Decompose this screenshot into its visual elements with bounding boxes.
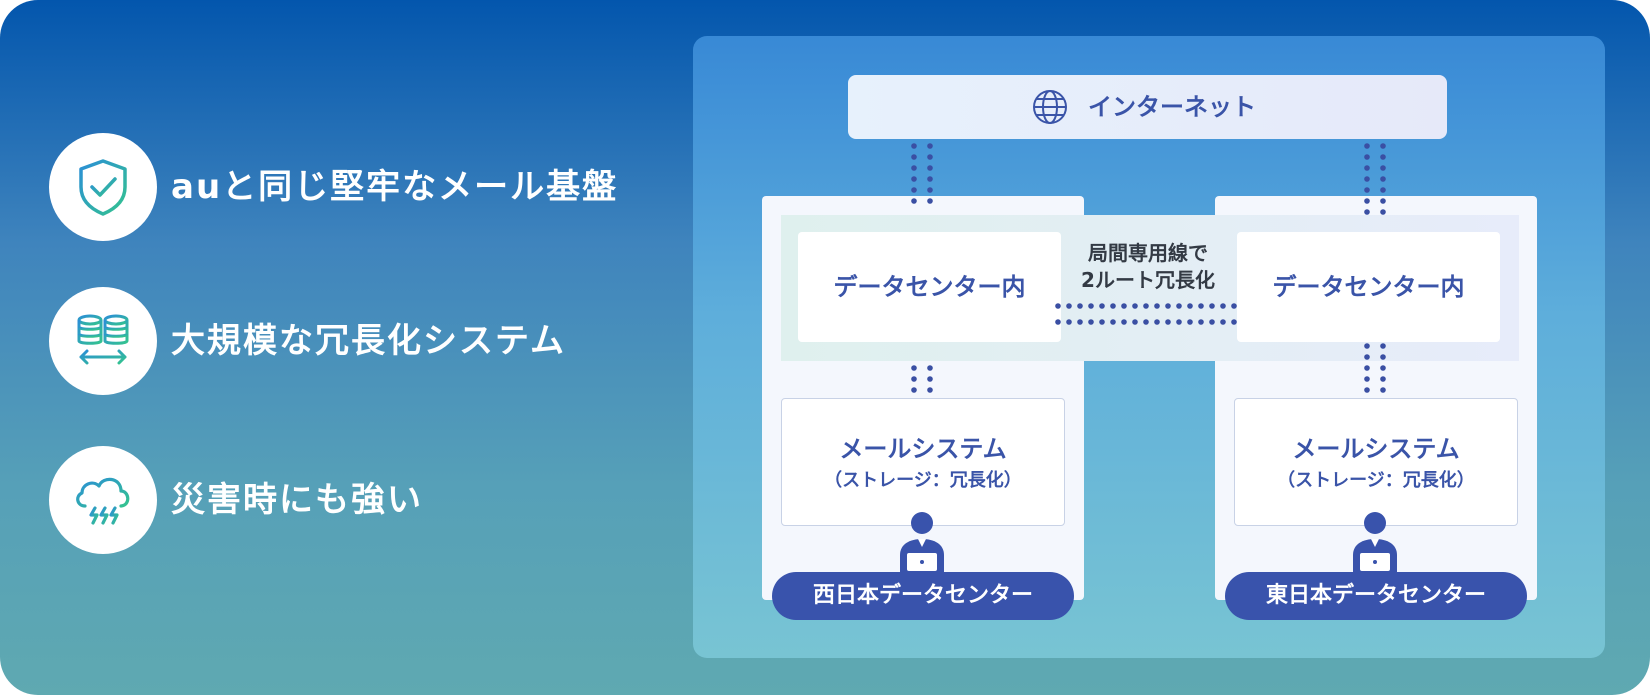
dedicated-line-link: [1055, 303, 1237, 325]
feature-icon-circle: [49, 446, 157, 554]
dedicated-line-label: 局間専用線で 2ルート冗長化: [1058, 240, 1238, 294]
operator-icon: [900, 512, 944, 573]
feature-label: 大規模な冗長化システム: [171, 321, 566, 361]
storm-cloud-icon: [76, 477, 130, 525]
feature-icon-circle: [49, 287, 157, 395]
west-datacenter-label: 西日本データセンター: [772, 572, 1074, 620]
east-mail-system: メールシステム （ストレージ：冗長化）: [1234, 398, 1518, 526]
west-inner-mail-link: [911, 365, 933, 393]
west-datacenter-inner: データセンター内: [798, 232, 1061, 342]
mail-system-title: メールシステム: [839, 435, 1007, 463]
internet-west-link: [911, 143, 933, 204]
dedicated-line-label-line2: 2ルート冗長化: [1081, 268, 1215, 292]
globe-icon: [1033, 90, 1067, 124]
feature-label: auと同じ堅牢なメール基盤: [171, 167, 619, 207]
internet-label: インターネット: [1088, 93, 1256, 121]
feature-label: 災害時にも強い: [171, 480, 423, 520]
mail-system-subtitle: （ストレージ：冗長化）: [1277, 470, 1475, 491]
shield-check-icon: [79, 159, 127, 216]
east-inner-mail-link: [1364, 343, 1386, 393]
east-datacenter-inner: データセンター内: [1237, 232, 1500, 342]
operator-icon: [1353, 512, 1397, 573]
mail-system-subtitle: （ストレージ：冗長化）: [824, 470, 1022, 491]
dedicated-line-label-line1: 局間専用線で: [1088, 241, 1208, 265]
internet-east-link: [1364, 143, 1386, 215]
feature-icon-circle: [49, 133, 157, 241]
mail-system-title: メールシステム: [1292, 435, 1460, 463]
west-mail-system: メールシステム （ストレージ：冗長化）: [781, 398, 1065, 526]
database-sync-icon: [77, 314, 129, 365]
east-datacenter-label: 東日本データセンター: [1225, 572, 1527, 620]
internet-box: インターネット: [848, 75, 1447, 139]
